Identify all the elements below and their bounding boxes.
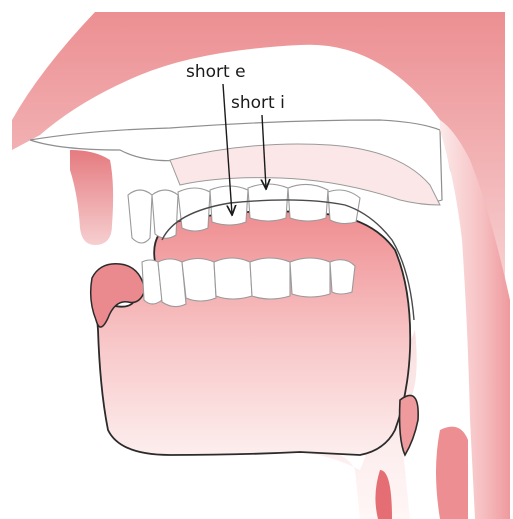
epiglottis <box>400 396 419 456</box>
label-short-i: short i <box>231 93 285 113</box>
tongue <box>98 211 411 455</box>
larynx-fold-right <box>436 427 468 519</box>
upper-lip <box>70 150 113 245</box>
label-short-e: short e <box>186 62 246 82</box>
